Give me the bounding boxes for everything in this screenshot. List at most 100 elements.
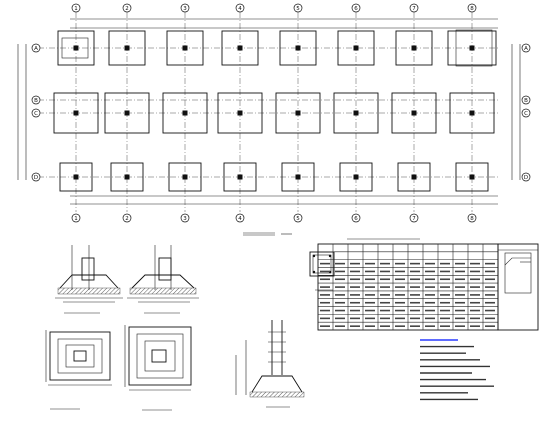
column	[353, 110, 359, 116]
column	[295, 45, 301, 51]
footing	[110, 162, 144, 192]
axis-bubble-label: 7	[412, 6, 416, 12]
column	[182, 110, 188, 116]
axis-bubble-label: A	[34, 46, 38, 52]
axis-bubble-label: 2	[125, 6, 129, 12]
axis-bubble	[235, 213, 245, 223]
footing	[395, 30, 433, 66]
column	[182, 45, 188, 51]
axis-bubble	[31, 172, 41, 182]
column	[237, 110, 243, 116]
axis-bubble-label: D	[34, 175, 38, 181]
column	[469, 45, 475, 51]
axis-bubble-label: 1	[74, 6, 78, 12]
axis-bubble-label: C	[34, 111, 38, 117]
footing-plan-detail-1	[45, 330, 112, 410]
axis-bubble	[293, 3, 303, 13]
column	[182, 174, 188, 180]
axis-bubble	[409, 3, 419, 13]
axis-bubble-label: 8	[470, 6, 474, 12]
footing	[279, 30, 317, 66]
axis-bubble	[71, 3, 81, 13]
axis-bubble-label: 6	[354, 6, 358, 12]
column	[295, 174, 301, 180]
column	[73, 110, 79, 116]
footing	[281, 162, 315, 192]
column	[353, 45, 359, 51]
footing	[391, 92, 437, 134]
axis-bubble-label: 8	[470, 216, 474, 222]
general-notes	[420, 339, 494, 401]
axis-bubble-label: 4	[238, 216, 242, 222]
footing	[339, 162, 373, 192]
axis-bubble	[293, 213, 303, 223]
axis-bubble-label: 3	[183, 216, 187, 222]
footing	[223, 162, 257, 192]
column	[124, 110, 130, 116]
axis-bubble	[521, 95, 531, 105]
axis-bubble	[180, 3, 190, 13]
plan-footings	[53, 29, 497, 192]
footing-plan-detail-2	[124, 325, 192, 411]
axis-bubble-label: D	[524, 175, 528, 181]
plan-dimension-lines	[17, 18, 521, 205]
footing	[275, 92, 321, 134]
footing	[449, 92, 495, 134]
footing	[333, 92, 379, 134]
axis-bubble-label: 1	[74, 216, 78, 222]
axis-bubble	[467, 213, 477, 223]
footing	[455, 162, 489, 192]
axis-bubble-label: 5	[296, 216, 300, 222]
column	[469, 110, 475, 116]
axis-bubble-label: 3	[183, 6, 187, 12]
axis-bubble	[31, 43, 41, 53]
axis-bubble-label: 6	[354, 216, 358, 222]
footing-schedule-table	[317, 238, 539, 331]
schedule-grid	[318, 244, 498, 330]
axis-bubble-label: 4	[238, 6, 242, 12]
axis-bubble	[521, 172, 531, 182]
axis-bubble	[31, 95, 41, 105]
footing	[397, 162, 431, 192]
axis-bubble	[521, 43, 531, 53]
axis-bubble	[71, 213, 81, 223]
axis-bubble-label: B	[34, 98, 38, 104]
axis-bubble	[180, 213, 190, 223]
footing	[337, 30, 375, 66]
axis-bubble	[235, 3, 245, 13]
footing	[53, 92, 99, 134]
footing-section-1	[55, 245, 123, 314]
plan-horizontal-axes	[38, 47, 500, 178]
footing-pad	[455, 29, 493, 67]
axis-bubble	[409, 213, 419, 223]
column	[73, 174, 79, 180]
axis-bubble	[351, 3, 361, 13]
footing	[108, 30, 146, 66]
column	[469, 174, 475, 180]
axis-bubble-label: 5	[296, 6, 300, 12]
footing	[57, 30, 95, 66]
footing-section-2	[127, 245, 199, 314]
column-elevation-detail	[235, 320, 305, 408]
footing	[59, 162, 93, 192]
column	[411, 174, 417, 180]
column	[237, 45, 243, 51]
axis-bubble-label: 2	[125, 216, 129, 222]
axis-bubble-label: A	[524, 46, 528, 52]
axis-bubble	[31, 108, 41, 118]
column	[124, 174, 130, 180]
axis-bubble-label: 7	[412, 216, 416, 222]
axis-bubble	[521, 108, 531, 118]
footing	[104, 92, 150, 134]
footing	[447, 30, 497, 66]
footing	[166, 30, 204, 66]
axis-bubble	[122, 3, 132, 13]
column	[353, 174, 359, 180]
footing-pad	[61, 37, 89, 59]
axis-bubble-label: C	[524, 111, 528, 117]
axis-bubble	[467, 3, 477, 13]
column	[124, 45, 130, 51]
